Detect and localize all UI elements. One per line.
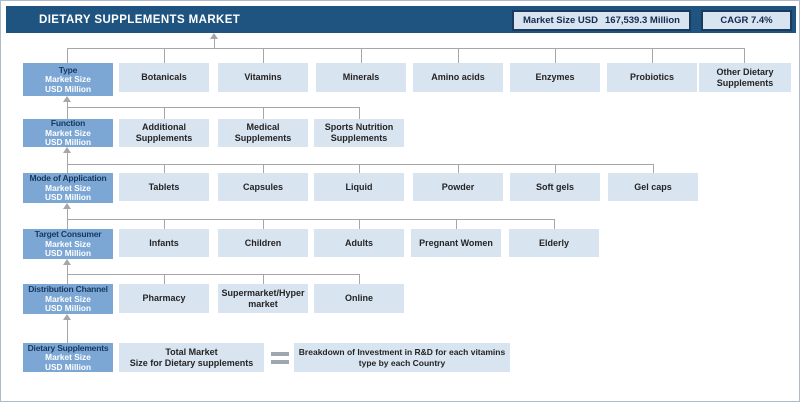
page-title: DIETARY SUPPLEMENTS MARKET (39, 13, 241, 26)
item-soft-gels: Soft gels (510, 173, 600, 201)
equals-bar (271, 352, 289, 356)
connector-stub (361, 48, 362, 63)
connector-hline (67, 219, 554, 220)
connector-stub (164, 164, 165, 173)
arrow-up-icon (63, 259, 71, 265)
connector-stub (359, 107, 360, 119)
segment-label-function: Function Market Size USD Million (23, 118, 113, 148)
item-online: Online (314, 284, 404, 313)
connector-vline (67, 153, 68, 173)
segment-subtitle: Market Size (45, 352, 91, 363)
connector-stub (263, 219, 264, 229)
connector-stub (554, 219, 555, 229)
connector-stub (359, 274, 360, 284)
segment-title: Dietary Supplements (27, 342, 109, 353)
connector-stub (458, 48, 459, 63)
segment-subtitle: Market Size (45, 293, 91, 304)
item-amino-acids: Amino acids (413, 63, 503, 92)
equals-bar (271, 360, 289, 364)
segment-subtitle: USD Million (44, 361, 92, 372)
arrow-up-icon (63, 96, 71, 102)
arrow-up-icon (63, 314, 71, 320)
arrow-up-icon (63, 147, 71, 153)
item-sports-nutrition-supplements: Sports Nutrition Supplements (314, 119, 404, 147)
item-supermarket-hypermarket: Supermarket/Hyper market (218, 284, 308, 313)
segment-subtitle: USD Million (44, 192, 92, 203)
segment-label-mode-of-application: Mode of Application Market Size USD Mill… (23, 173, 113, 203)
connector-stub (263, 164, 264, 173)
item-elderly: Elderly (509, 229, 599, 257)
connector-stub (456, 219, 457, 229)
connector-stub (263, 48, 264, 63)
item-pharmacy: Pharmacy (119, 284, 209, 313)
item-pregnant-women: Pregnant Women (411, 229, 501, 257)
item-adults: Adults (314, 229, 404, 257)
item-capsules: Capsules (218, 173, 308, 201)
item-vitamins: Vitamins (218, 63, 308, 92)
cagr-box: CAGR 7.4% (701, 10, 792, 31)
segment-subtitle: Market Size (45, 127, 91, 138)
connector-hline (67, 274, 359, 275)
connector-stub (263, 274, 264, 284)
segment-label-dietary-supplements: Dietary Supplements Market Size USD Mill… (23, 343, 113, 372)
segment-subtitle: USD Million (44, 248, 92, 259)
connector-stub (67, 48, 68, 63)
segment-subtitle: USD Million (44, 83, 92, 94)
segment-label-distribution-channel: Distribution Channel Market Size USD Mil… (23, 284, 113, 314)
connector-stub (164, 107, 165, 119)
connector-hline (67, 164, 653, 165)
segment-title: Function (50, 118, 86, 129)
connector-stub (652, 48, 653, 63)
segment-subtitle: Market Size (45, 74, 91, 85)
connector-stub (164, 219, 165, 229)
item-infants: Infants (119, 229, 209, 257)
segment-subtitle: USD Million (44, 303, 92, 314)
connector-stub (458, 164, 459, 173)
segment-title: Type (58, 64, 78, 75)
connector-vline (67, 320, 68, 343)
item-probiotics: Probiotics (607, 63, 697, 92)
segment-label-target-consumer: Target Consumer Market Size USD Million (23, 229, 113, 259)
item-gel-caps: Gel caps (608, 173, 698, 201)
market-size-value: 167,539.3 Million (605, 15, 680, 26)
item-enzymes: Enzymes (510, 63, 600, 92)
item-additional-supplements: Additional Supplements (119, 119, 209, 147)
connector-hline (67, 48, 744, 49)
segment-subtitle: Market Size (45, 238, 91, 249)
segment-subtitle: Market Size (45, 182, 91, 193)
item-tablets: Tablets (119, 173, 209, 201)
equals-icon (267, 349, 293, 367)
connector-stub (164, 274, 165, 284)
item-medical-supplements: Medical Supplements (218, 119, 308, 147)
total-market-box: Total Market Size for Dietary supplement… (119, 343, 264, 372)
item-children: Children (218, 229, 308, 257)
arrow-up-icon (210, 33, 218, 39)
item-powder: Powder (413, 173, 503, 201)
breakdown-box: Breakdown of Investment in R&D for each … (294, 343, 510, 372)
segment-title: Mode of Application (29, 173, 107, 184)
connector-stub (744, 48, 745, 63)
connector-stub (359, 219, 360, 229)
segment-label-type: Type Market Size USD Million (23, 63, 113, 96)
market-size-box: Market Size USD 167,539.3 Million (512, 10, 691, 31)
arrow-up-icon (63, 203, 71, 209)
item-botanicals: Botanicals (119, 63, 209, 92)
connector-stub (555, 164, 556, 173)
connector-stub (263, 107, 264, 119)
segment-subtitle: USD Million (44, 137, 92, 148)
item-liquid: Liquid (314, 173, 404, 201)
connector-hline (67, 107, 359, 108)
connector-vline (214, 39, 215, 48)
segment-title: Distribution Channel (28, 284, 108, 295)
connector-vline (67, 102, 68, 119)
connector-stub (555, 48, 556, 63)
item-other-dietary-supplements: Other Dietary Supplements (699, 63, 791, 92)
market-size-label: Market Size USD (523, 15, 598, 26)
segment-title: Target Consumer (34, 229, 102, 240)
connector-stub (359, 164, 360, 173)
connector-stub (653, 164, 654, 173)
item-minerals: Minerals (316, 63, 406, 92)
connector-stub (164, 48, 165, 63)
